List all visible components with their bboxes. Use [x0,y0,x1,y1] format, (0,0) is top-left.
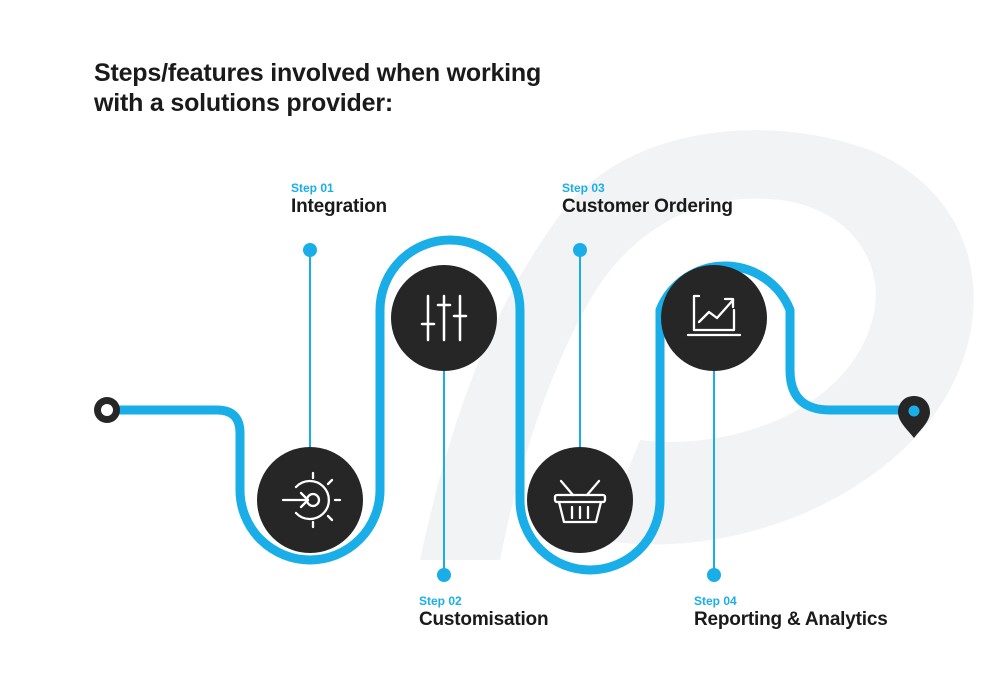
step-3-label: Customer Ordering [562,196,733,217]
connector-dot-step-3 [573,243,587,257]
connector-dot-step-4 [707,568,721,582]
step-2-text: Step 02 Customisation [419,594,549,632]
title-line-1: Steps/features involved when working [94,59,542,87]
step-4-number: Step 04 [694,594,737,608]
step-2-label: Customisation [419,609,549,630]
start-marker-icon [94,397,120,423]
step-4-label: Reporting & Analytics [694,609,888,630]
map-pin-icon [898,396,930,438]
step-2-circle [391,265,497,371]
step-1-number: Step 01 [291,181,334,195]
title-line-2: with a solutions provider: [94,89,393,117]
step-1-circle [257,447,363,553]
step-3-text: Step 03 Customer Ordering [562,181,733,219]
sliders-icon [420,294,468,342]
gear-arrow-icon [281,471,342,529]
connector-dot-step-2 [437,568,451,582]
chart-laptop-icon [686,294,742,337]
page-title: Steps/features involved when working wit… [94,58,541,118]
step-4-text: Step 04 Reporting & Analytics [694,594,888,632]
background-watermark [420,130,974,560]
step-3-number: Step 03 [562,181,605,195]
step-3-circle [527,447,633,553]
connector-dot-step-1 [303,243,317,257]
step-1-label: Integration [291,196,387,217]
step-2-number: Step 02 [419,594,462,608]
step-4-circle [661,265,767,371]
step-1-text: Step 01 Integration [291,181,387,219]
winding-path [102,235,919,575]
basket-icon [553,479,607,524]
